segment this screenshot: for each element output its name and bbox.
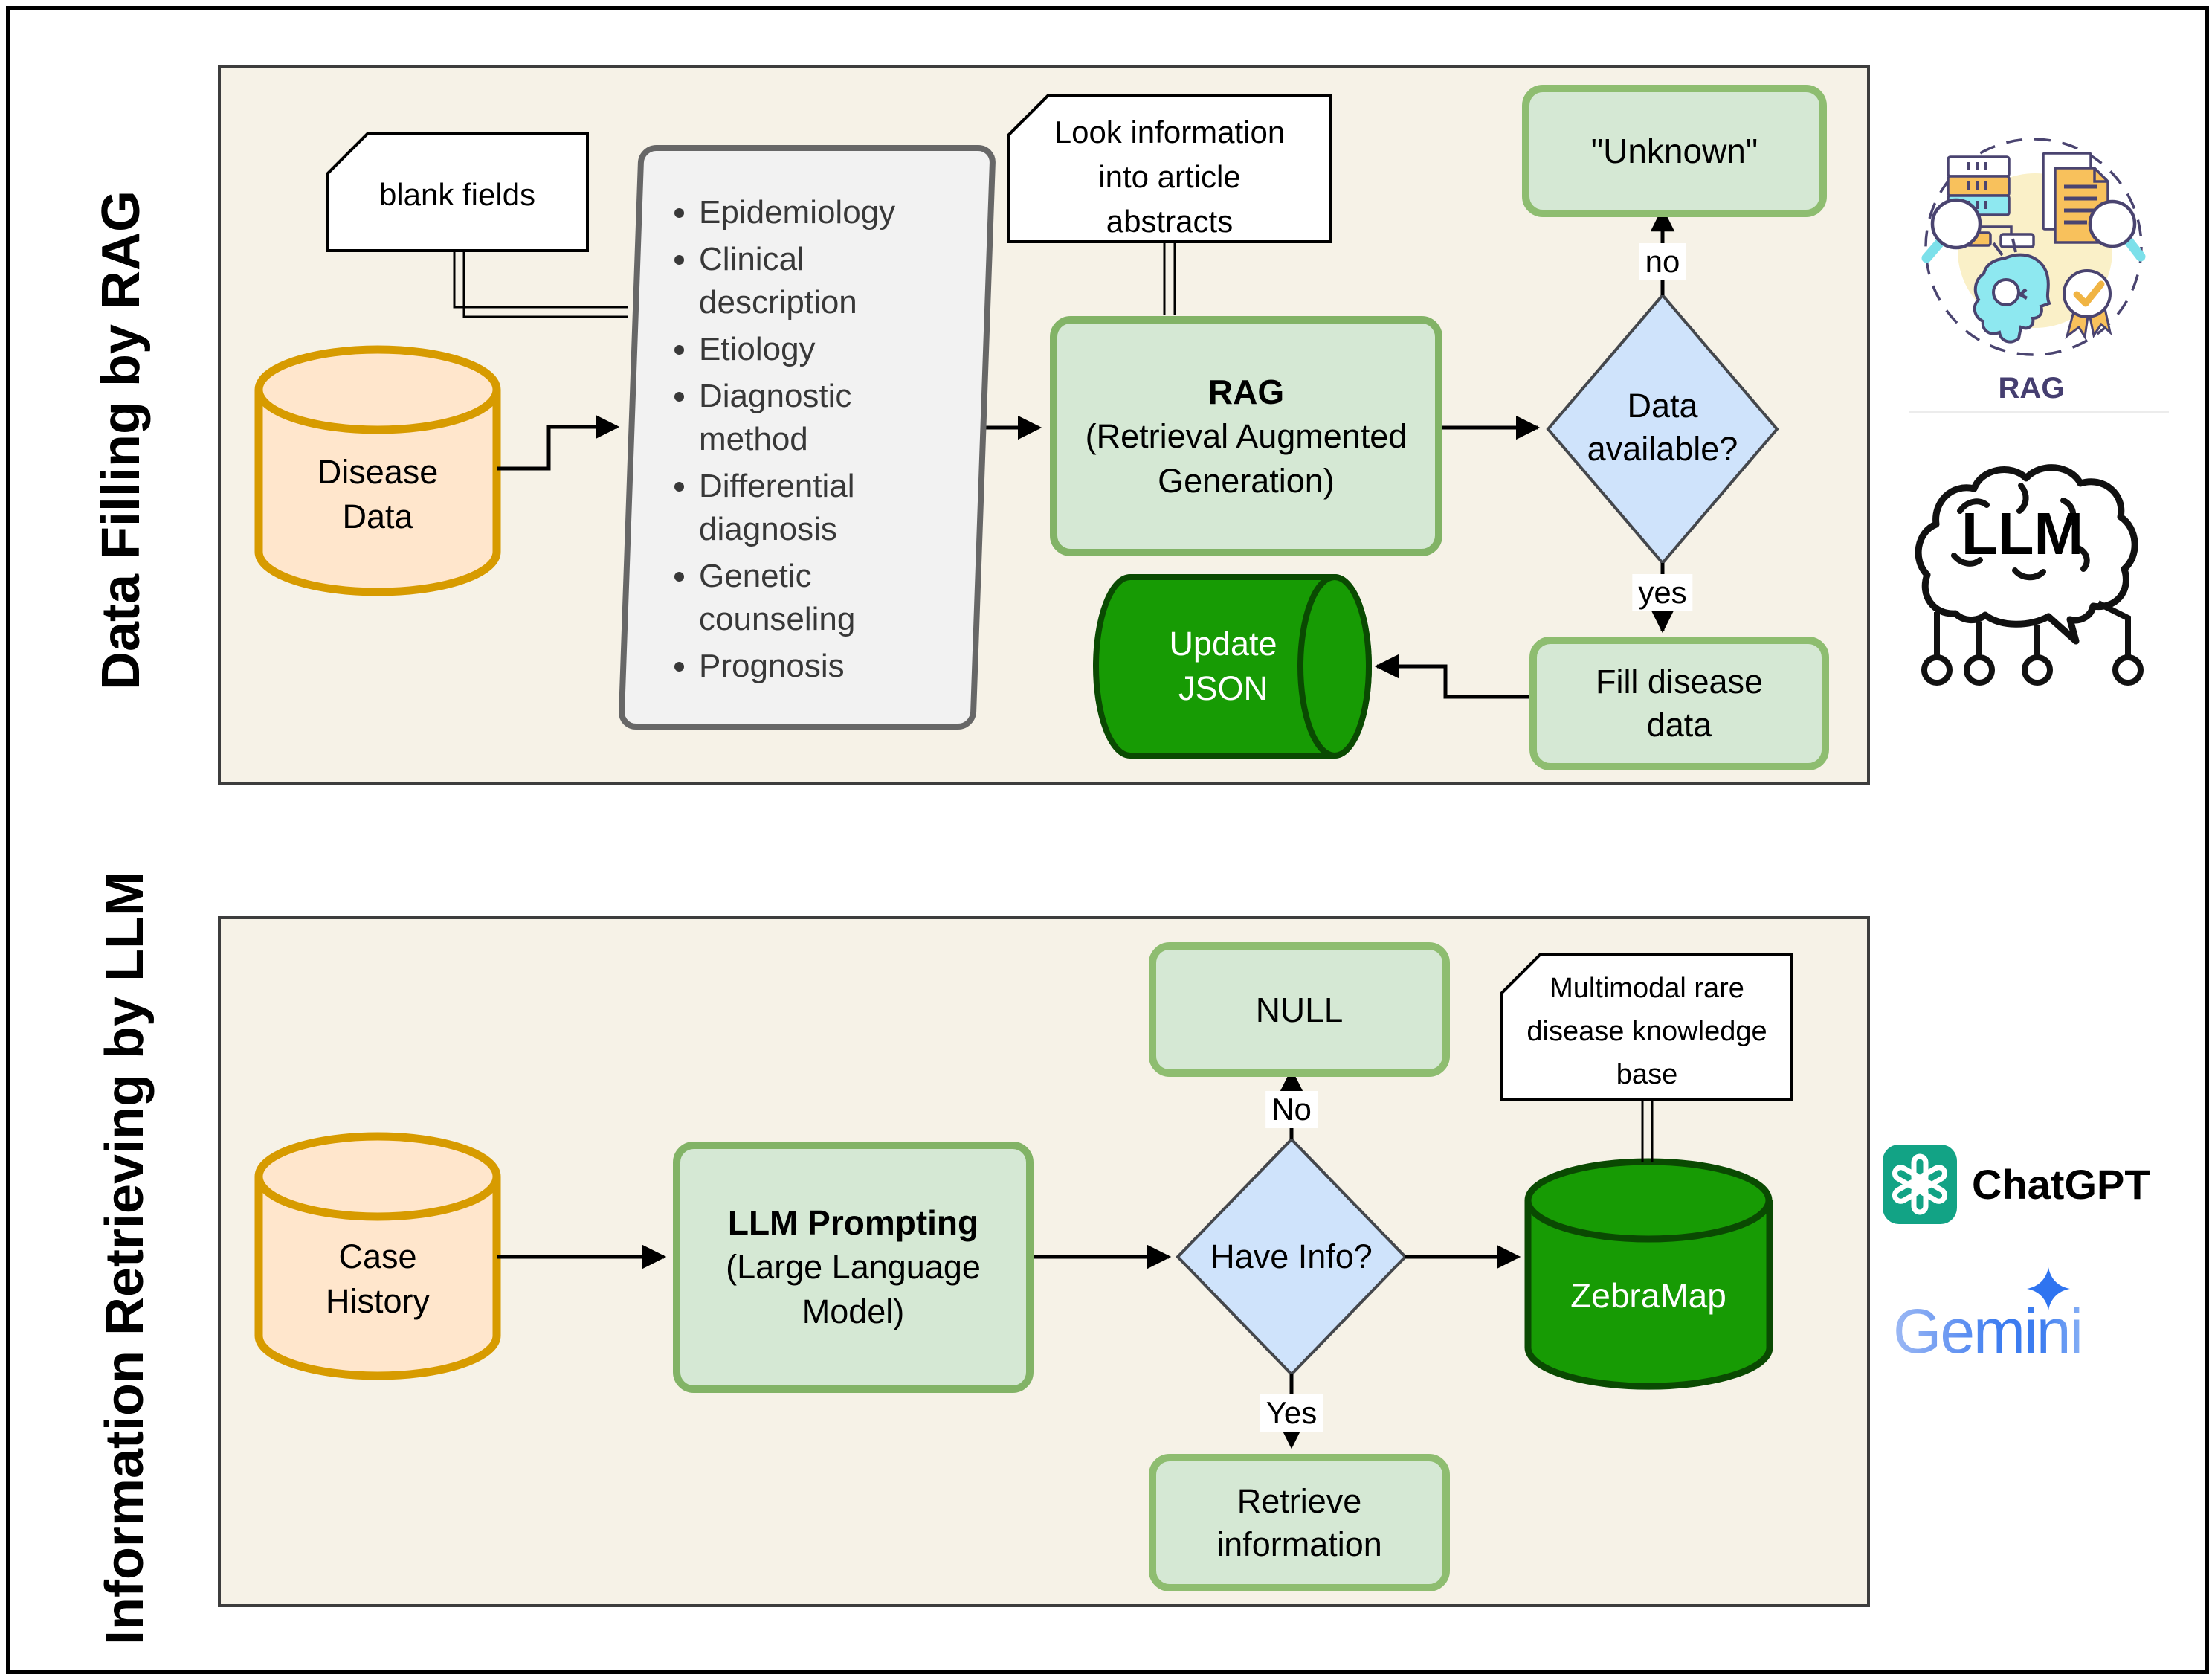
unknown-result-box: "Unknown" <box>1522 85 1827 217</box>
magnifier-icon <box>1921 198 2146 263</box>
gemini-label: Gemini <box>1893 1296 2083 1366</box>
openai-knot-icon <box>1892 1153 1948 1215</box>
fill-disease-data-box: Fill disease data <box>1529 637 1829 770</box>
rag-icon <box>1921 138 2146 356</box>
rag-process-box: RAG (Retrieval Augmented Generation) <box>1050 316 1442 556</box>
llm-brain-icon <box>1915 464 2144 686</box>
yes-label: yes <box>1632 574 1693 611</box>
case-history-label: Case History <box>325 1237 430 1320</box>
field-item: Etiology <box>699 328 959 371</box>
yes-label: Yes <box>1260 1394 1323 1432</box>
chatgpt-logo-tile <box>1883 1145 1957 1224</box>
icon-divider <box>1909 411 2169 413</box>
data-available-label: Data available? <box>1587 387 1738 468</box>
field-item: Epidemiology <box>699 191 959 234</box>
no-label: no <box>1639 243 1686 280</box>
knowledge-note: Multimodal rare disease knowledge base <box>1526 973 1767 1090</box>
llm-brain-text: LLM <box>1961 500 2084 567</box>
field-item: Differential diagnosis <box>699 465 959 551</box>
section-title-rag: Data Filling by RAG <box>91 190 151 691</box>
field-item: Genetic counseling <box>699 555 959 641</box>
llm-prompting-expansion-2: Model) <box>802 1293 905 1330</box>
llm-prompting-expansion-1: (Large Language <box>726 1248 981 1286</box>
retrieve-information-box: Retrieve information <box>1149 1454 1450 1591</box>
fields-list: Epidemiology Clinical description Etiolo… <box>658 187 959 692</box>
face-profile-icon <box>1973 238 2051 344</box>
blank-fields-note: blank fields <box>378 177 536 212</box>
section-title-llm: Information Retrieving by LLM <box>95 871 155 1646</box>
no-label: No <box>1265 1091 1318 1128</box>
disease-data-label: Disease Data <box>317 453 439 535</box>
zebramap-label: ZebraMap <box>1570 1276 1726 1315</box>
award-icon <box>2063 269 2112 341</box>
null-result-box: NULL <box>1149 942 1450 1077</box>
llm-prompting-box: LLM Prompting (Large Language Model) <box>673 1142 1034 1393</box>
article-note: Look information into article abstracts <box>1054 115 1286 239</box>
rag-process-expansion-2: Generation) <box>1158 461 1335 500</box>
rag-icon-caption: RAG <box>1998 372 2065 405</box>
rag-process-expansion-1: (Retrieval Augmented <box>1085 416 1408 455</box>
rag-process-name: RAG <box>1207 372 1285 411</box>
chatgpt-label: ChatGPT <box>1972 1161 2150 1208</box>
gemini-sparkle-icon <box>2027 1267 2070 1310</box>
field-item: Diagnostic method <box>699 375 959 461</box>
field-item: Prognosis <box>699 645 959 688</box>
field-item: Clinical description <box>699 238 959 324</box>
update-json-label: Update JSON <box>1169 625 1277 707</box>
llm-prompting-name: LLM Prompting <box>727 1203 979 1242</box>
figure-border <box>6 6 2209 1674</box>
have-info-label: Have Info? <box>1210 1237 1373 1275</box>
